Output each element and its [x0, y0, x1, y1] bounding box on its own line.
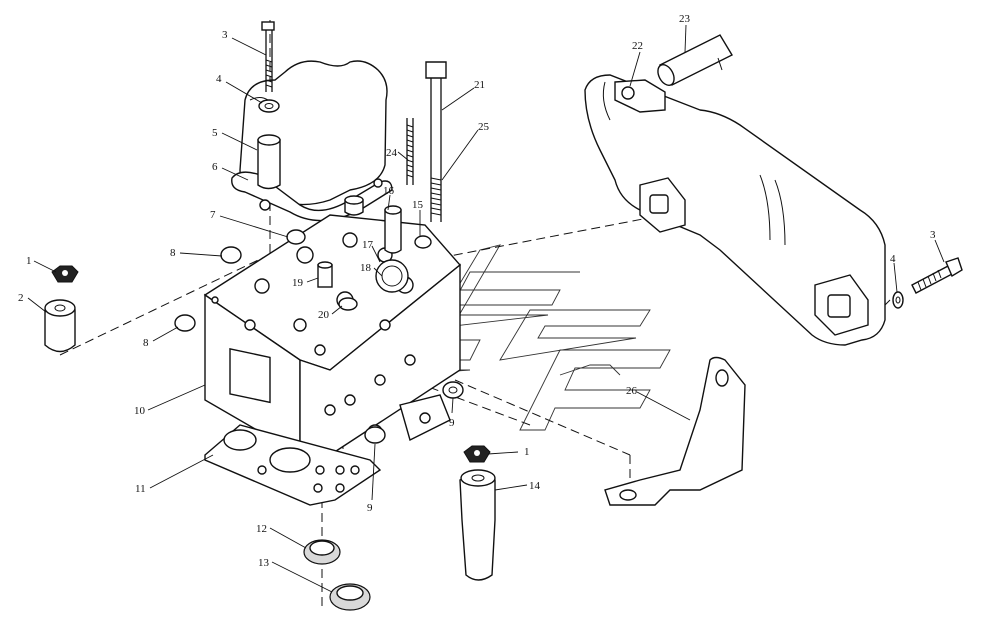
callout-9-lower: 9 — [367, 502, 373, 514]
callout-labels: 3 4 5 6 7 8 8 1 2 10 11 12 13 9 9 16 15 … — [18, 13, 936, 569]
callout-18: 18 — [360, 262, 372, 274]
callout-20: 20 — [318, 309, 330, 321]
callout-21: 21 — [474, 79, 485, 91]
callout-24: 24 — [386, 147, 398, 159]
callout-14: 14 — [529, 480, 541, 492]
bottom-nut-and-rod — [459, 445, 496, 581]
callout-12: 12 — [256, 523, 267, 535]
exhaust-manifold — [584, 34, 886, 346]
callout-4-right: 4 — [890, 253, 896, 265]
callout-2: 2 — [18, 292, 24, 304]
seat-rings — [303, 539, 371, 611]
callout-23: 23 — [679, 13, 691, 25]
callout-16: 16 — [383, 185, 395, 197]
valve-cover — [231, 21, 393, 222]
leader-lines — [27, 24, 945, 593]
callout-8-lower: 8 — [143, 337, 149, 349]
cylinder-head — [203, 214, 462, 457]
studs-and-fittings — [174, 61, 447, 332]
callout-3-right: 3 — [930, 229, 936, 241]
callout-17: 17 — [362, 239, 374, 251]
callout-8-upper: 8 — [170, 247, 176, 259]
callout-3-top: 3 — [222, 29, 228, 41]
callout-9-right: 9 — [449, 417, 455, 429]
callout-1-left: 1 — [26, 255, 32, 267]
plugs-9 — [364, 381, 464, 444]
callout-22: 22 — [632, 40, 643, 52]
callout-1-bottom: 1 — [524, 446, 530, 458]
callout-5: 5 — [212, 127, 218, 139]
callout-4-top: 4 — [216, 73, 222, 85]
callout-13: 13 — [258, 557, 270, 569]
callout-25: 25 — [478, 121, 490, 133]
bracket — [604, 356, 746, 506]
right-bolt-and-washer — [892, 257, 963, 309]
callout-19: 19 — [292, 277, 304, 289]
callout-11: 11 — [135, 483, 146, 495]
callout-7: 7 — [210, 209, 216, 221]
callout-15: 15 — [412, 199, 424, 211]
head-gasket — [204, 424, 382, 506]
left-nut-and-sleeve — [44, 265, 79, 353]
callout-26: 26 — [626, 385, 638, 397]
callout-10: 10 — [134, 405, 146, 417]
callout-6: 6 — [212, 161, 218, 173]
